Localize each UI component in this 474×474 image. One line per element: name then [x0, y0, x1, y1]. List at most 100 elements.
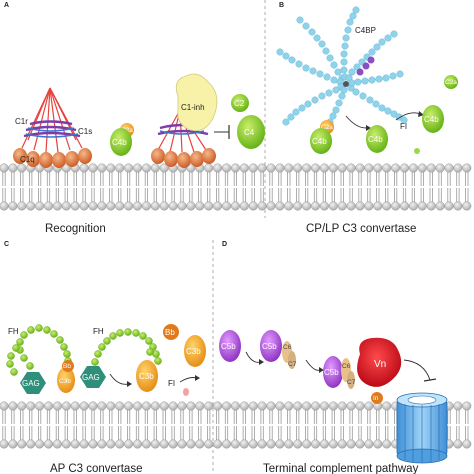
- fh-bead: [98, 343, 106, 351]
- lipid-head: [44, 201, 54, 211]
- lipid-head: [435, 163, 445, 173]
- lipid-head: [159, 401, 169, 411]
- caption-b: CP/LP C3 convertase: [306, 223, 416, 235]
- lipid-head: [355, 163, 365, 173]
- lipid-head: [319, 401, 329, 411]
- lipid-head: [141, 439, 151, 449]
- arrow-b-1: [345, 115, 367, 129]
- lipid-head: [79, 201, 89, 211]
- lipid-head: [0, 401, 9, 411]
- c4bp-bead: [308, 28, 316, 36]
- label-c4: C4: [244, 128, 255, 137]
- c4bp-bead: [318, 92, 326, 100]
- c4bp-bead: [384, 34, 392, 42]
- lipid-head: [275, 401, 285, 411]
- lipid-head: [400, 163, 410, 173]
- c4b-blob-a: [110, 128, 132, 156]
- lipid-head: [88, 401, 98, 411]
- lipid-head: [453, 201, 463, 211]
- panel-c: C FH FH GAG GAG C3b Bb C3b Bb C3b FI AP …: [4, 241, 206, 474]
- lipid-head: [204, 439, 214, 449]
- label-c6-b: C6: [342, 363, 351, 370]
- lipid-head: [266, 201, 276, 211]
- lipid-head: [230, 201, 240, 211]
- label-bb-1: Bb: [63, 363, 71, 370]
- lipid-head: [462, 163, 472, 173]
- lipid-head: [248, 401, 258, 411]
- lipid-head: [195, 201, 205, 211]
- c4bp-bead: [302, 22, 310, 30]
- c4bp-bead: [342, 34, 350, 42]
- fh-bead: [6, 360, 14, 368]
- lipid-head: [177, 201, 187, 211]
- lipid-head: [106, 401, 116, 411]
- c4bp-bead: [378, 104, 386, 112]
- lipid-head: [257, 201, 267, 211]
- lipid-head: [115, 401, 125, 411]
- lipid-head: [248, 163, 258, 173]
- c4bp-bead: [288, 56, 296, 64]
- lipid-head: [150, 163, 160, 173]
- lipid-head: [239, 439, 249, 449]
- lipid-head: [35, 201, 45, 211]
- fh-bead: [124, 328, 132, 336]
- c4bp-bead: [318, 40, 326, 48]
- fh-bead: [94, 350, 102, 358]
- lipid-head: [159, 163, 169, 173]
- lipid-head: [177, 439, 187, 449]
- c4bp-bead: [332, 86, 340, 94]
- lipid-head: [213, 201, 223, 211]
- c4b-blob-b-left: [310, 128, 332, 154]
- caption-a: Recognition: [45, 223, 106, 235]
- label-c7: C7: [288, 361, 297, 368]
- lipid-head: [373, 163, 383, 173]
- lipid-head: [35, 439, 45, 449]
- c4bp-bead: [316, 70, 324, 78]
- c4bp-bead: [330, 76, 338, 84]
- lipid-head: [195, 401, 205, 411]
- caption-d: Terminal complement pathway: [263, 463, 419, 474]
- gag-hexagon-2: [80, 366, 106, 388]
- lipid-head: [186, 201, 196, 211]
- lipid-head: [373, 439, 383, 449]
- label-c3b-3: C3b: [186, 347, 201, 356]
- lipid-head: [302, 163, 312, 173]
- arrow-c-1: [109, 373, 129, 385]
- c4bp-bead: [296, 16, 304, 24]
- label-c1r: C1r: [15, 117, 28, 126]
- lipid-head: [284, 401, 294, 411]
- arrow-b-2: [395, 112, 421, 121]
- c4bp-bead: [334, 68, 342, 76]
- c4bp-bead: [348, 68, 356, 76]
- lipid-head: [275, 163, 285, 173]
- fi-fragment: [183, 388, 189, 396]
- lipid-head: [364, 201, 374, 211]
- c4bp-bead: [287, 113, 295, 121]
- c4bp-bead: [349, 12, 357, 20]
- arrow-d-1: [245, 351, 261, 363]
- c4bp-bead: [309, 67, 317, 75]
- c1-complex-left: [13, 87, 92, 168]
- lipid-head: [0, 201, 9, 211]
- fh-bead: [139, 332, 147, 340]
- lipid-head: [337, 401, 347, 411]
- label-c4b-b-left: C4b: [312, 137, 327, 146]
- label-gag-2: GAG: [82, 373, 100, 382]
- lipid-head: [97, 201, 107, 211]
- c4bp-beta-bead: [362, 62, 370, 70]
- label-fh-1: FH: [8, 327, 19, 336]
- c4bp-bead: [372, 100, 380, 108]
- lipid-head: [52, 439, 62, 449]
- fh-bead: [154, 357, 162, 365]
- lipid-head: [346, 401, 356, 411]
- lipid-head: [239, 163, 249, 173]
- c4bp-bead: [348, 79, 356, 87]
- lipid-head: [355, 401, 365, 411]
- c4bp-bead: [340, 50, 348, 58]
- fh-bead: [16, 338, 24, 346]
- c4bp-bead: [390, 30, 398, 38]
- c4bp-bead: [396, 70, 404, 78]
- lipid-head: [302, 401, 312, 411]
- lipid-head: [141, 401, 151, 411]
- label-c1-inh: C1-inh: [181, 103, 205, 112]
